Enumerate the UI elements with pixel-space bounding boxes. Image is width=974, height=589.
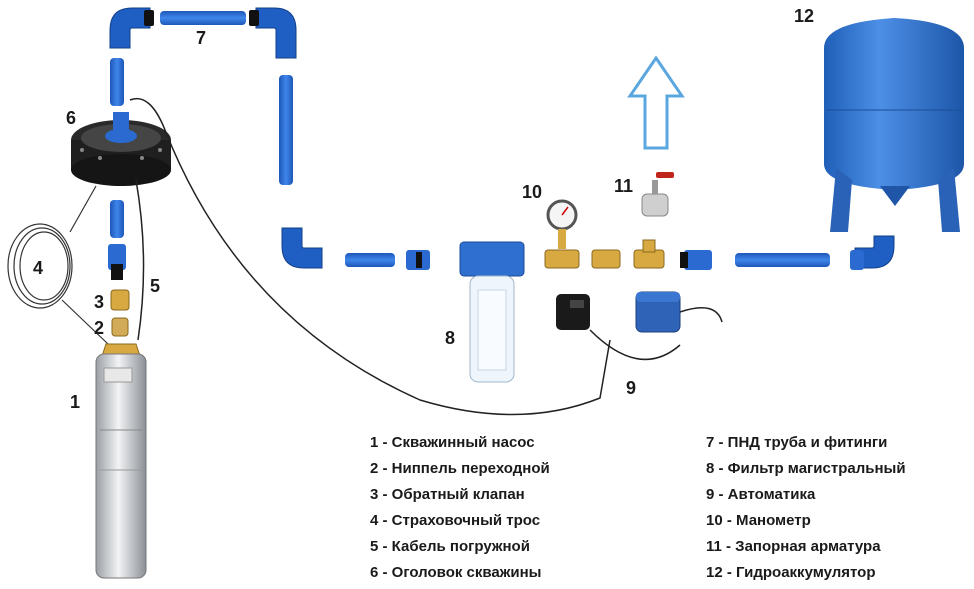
hydraulic-accumulator xyxy=(824,18,964,232)
callout-11: 11 xyxy=(614,176,634,196)
callout-8: 8 xyxy=(445,328,456,348)
submersible-pump xyxy=(95,343,147,579)
legend-item: 9 - Автоматика xyxy=(706,486,816,503)
callout-9: 9 xyxy=(626,378,637,398)
pe-pipes xyxy=(110,11,830,267)
brass-fittings xyxy=(110,289,130,337)
legend-item: 12 - Гидроаккумулятор xyxy=(706,564,876,581)
callout-10: 10 xyxy=(522,182,543,202)
legend-item: 3 - Обратный клапан xyxy=(370,486,525,503)
pressure-gauge xyxy=(546,199,578,249)
legend-item: 7 - ПНД труба и фитинги xyxy=(706,434,888,451)
brass-tees xyxy=(544,239,665,269)
callout-3: 3 xyxy=(94,292,105,312)
legend-item: 6 - Оголовок скважины xyxy=(370,564,542,581)
legend-item: 2 - Ниппель переходной xyxy=(370,460,550,477)
wellhead xyxy=(71,112,171,186)
legend-item: 11 - Запорная арматура xyxy=(706,538,881,555)
callout-1: 1 xyxy=(70,392,81,412)
legend-item: 8 - Фильтр магистральный xyxy=(706,460,906,477)
pipe-elbows xyxy=(109,7,895,269)
legend-right: 7 - ПНД труба и фитинги 8 - Фильтр магис… xyxy=(706,430,906,586)
flow-up-arrow xyxy=(627,55,685,150)
main-filter xyxy=(459,241,525,383)
ball-valve xyxy=(641,172,674,217)
pump-cables xyxy=(129,97,723,416)
callout-2: 2 xyxy=(94,318,105,338)
callout-7: 7 xyxy=(196,28,207,48)
automation-box xyxy=(635,291,681,333)
legend-item: 5 - Кабель погружной xyxy=(370,538,530,555)
legend-item: 10 - Манометр xyxy=(706,512,811,529)
pipe-fittings xyxy=(108,10,864,280)
safety-rope-coil xyxy=(7,185,109,345)
legend-item: 4 - Страховочный трос xyxy=(370,512,541,529)
callout-4: 4 xyxy=(33,258,44,278)
automation-relay xyxy=(556,294,590,330)
callout-5: 5 xyxy=(150,276,161,296)
legend-item: 1 - Скважинный насос xyxy=(370,434,535,451)
legend-left: 1 - Скважинный насос 2 - Ниппель переход… xyxy=(370,430,550,586)
callout-12: 12 xyxy=(794,6,815,26)
callout-6: 6 xyxy=(66,108,77,128)
